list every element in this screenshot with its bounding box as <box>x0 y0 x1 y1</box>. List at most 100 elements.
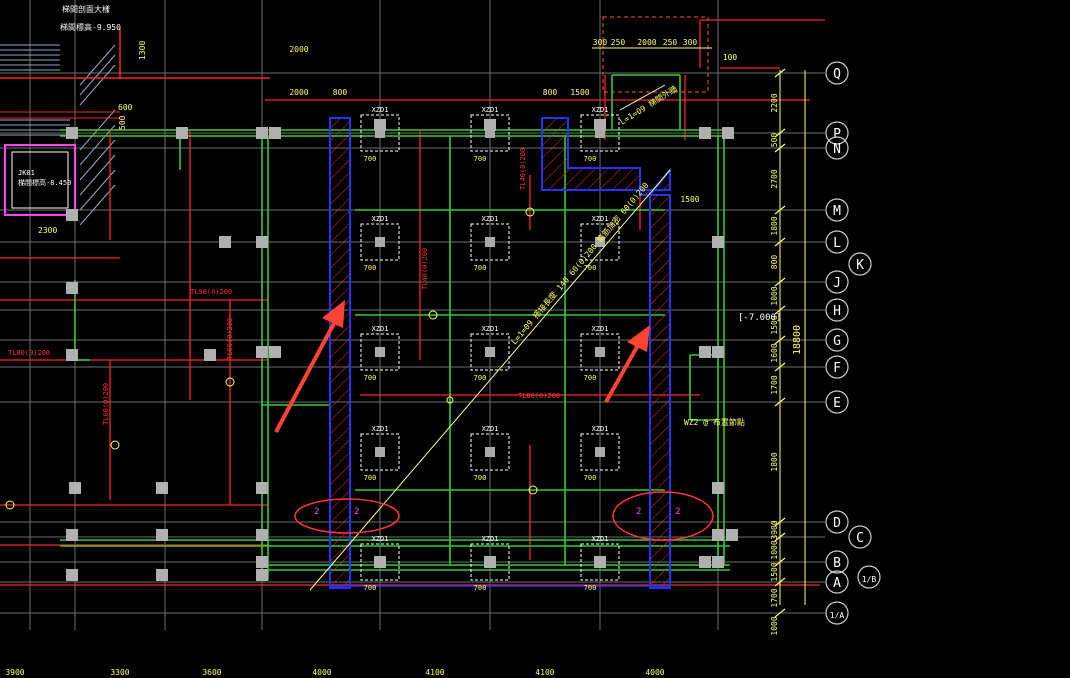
axis-label-2: N <box>833 142 841 157</box>
right-dim-1: 500 <box>770 133 779 148</box>
right-tick-6 <box>774 305 786 315</box>
annotation-arrow-right-shaft <box>604 337 644 403</box>
footing-dim-3-1: 700 <box>474 474 487 482</box>
column-27 <box>712 482 724 494</box>
footing-outline-2-1 <box>470 333 510 371</box>
column-6 <box>594 119 606 131</box>
axis-label-11: D <box>833 516 841 531</box>
footing-outline-0-2 <box>580 114 620 152</box>
axis-label-6: J <box>833 276 841 291</box>
footing-dim-2-0: 700 <box>364 374 377 382</box>
footing-dim-1-0: 700 <box>364 264 377 272</box>
axis-label-14: A <box>833 576 841 591</box>
footing-dim-0-2: 700 <box>584 155 597 163</box>
footing-pile-1-1 <box>485 237 495 247</box>
axis-bubble-2 <box>825 136 849 160</box>
column-32 <box>699 556 711 568</box>
right-dim-13: 1700 <box>770 588 779 607</box>
axis-bubble-5 <box>848 252 872 276</box>
footing-label-2-0: XZD1 <box>372 325 389 333</box>
axis-bubble-14 <box>825 570 849 594</box>
column-10 <box>219 236 231 248</box>
diagonal-beam-lines <box>309 84 671 591</box>
right-dim-9: 1800 <box>770 452 779 471</box>
upper-left-note-3: 1300 <box>138 41 147 60</box>
annotation-arrow-right-head <box>627 325 650 352</box>
footing-label-3-1: XZD1 <box>482 425 499 433</box>
beam-lines <box>0 19 825 586</box>
footing-outline-4-1 <box>470 543 510 581</box>
footing-outline-0-0 <box>360 114 400 152</box>
footing-outline-4-0 <box>360 543 400 581</box>
svg-text:2: 2 <box>314 507 319 517</box>
right-tick-1 <box>774 128 786 138</box>
footing-pile-0-1 <box>485 128 495 138</box>
axis-label-5: K <box>856 258 864 273</box>
axis-label-8: G <box>833 334 841 349</box>
right-tick-4 <box>774 237 786 247</box>
column-11 <box>712 236 724 248</box>
column-35 <box>66 569 78 581</box>
column-37 <box>256 569 268 581</box>
axis-bubble-12 <box>848 525 872 549</box>
hatched-wall-strips <box>329 117 671 589</box>
beam-label-1: TL80(0)200 <box>8 349 50 357</box>
upper-left-note-4: 600 <box>118 103 133 112</box>
right-tick-9 <box>774 397 786 407</box>
footing-dim-1-1: 700 <box>474 264 487 272</box>
footing-pile-3-1 <box>485 447 495 457</box>
footing-outline-1-0 <box>360 223 400 261</box>
wall-note: WZ2 @ 布置節點 <box>684 417 745 427</box>
beam-label-4: TL40(0)200 <box>519 148 527 190</box>
footing-pile-3-0 <box>375 447 385 457</box>
footing-label-3-0: XZD1 <box>372 425 389 433</box>
footing-label-3-2: XZD1 <box>592 425 609 433</box>
right-tick-8 <box>774 362 786 372</box>
axis-bubble-8 <box>825 328 849 352</box>
footing-label-0-2: XZD1 <box>592 106 609 114</box>
right-dimension-chain <box>779 70 806 605</box>
top-dim-0: 300 <box>593 38 608 47</box>
column-34 <box>66 209 78 221</box>
top-dim-4: 300 <box>683 38 698 47</box>
top-dim-3: 250 <box>663 38 678 47</box>
upper-left-note-1: 梯間剖面大樣 <box>62 4 110 14</box>
axis-bubble-4 <box>825 230 849 254</box>
bottom-dim-6: 4000 <box>645 668 664 677</box>
right-dim-2: 2700 <box>770 169 779 188</box>
axis-label-12: C <box>856 531 864 546</box>
annotation-arrows <box>274 300 650 433</box>
footing-dim-0-1: 700 <box>474 155 487 163</box>
footing-pile-2-1 <box>485 347 495 357</box>
column-20 <box>156 529 168 541</box>
column-29 <box>374 556 386 568</box>
footing-pile-2-2 <box>595 347 605 357</box>
axis-bubble-16 <box>825 601 849 625</box>
right-tick-11 <box>774 532 786 542</box>
bottom-dim-4: 4100 <box>425 668 444 677</box>
footing-pile-3-2 <box>595 447 605 457</box>
footing-dim-3-0: 700 <box>364 474 377 482</box>
footing-outline-1-2 <box>580 223 620 261</box>
footing-dim-3-2: 700 <box>584 474 597 482</box>
column-22 <box>712 529 724 541</box>
beam-label-0: TL90(0)200 <box>190 288 232 296</box>
beam-label-3: TL60(0)200 <box>226 318 234 360</box>
footing-label-1-1: XZD1 <box>482 215 499 223</box>
right-dimension-labels: 2200500270018008001000150016001700180039… <box>770 93 779 635</box>
column-16 <box>699 346 711 358</box>
elevation-label: [-7.000] <box>738 313 781 323</box>
axis-label-3: M <box>833 204 841 219</box>
axis-label-0: Q <box>833 67 841 82</box>
axis-bubble-9 <box>825 355 849 379</box>
column-19 <box>66 529 78 541</box>
column-1 <box>176 127 188 139</box>
column-28 <box>256 556 268 568</box>
column-36 <box>156 569 168 581</box>
axis-bubble-11 <box>825 510 849 534</box>
footing-outline-3-2 <box>580 433 620 471</box>
